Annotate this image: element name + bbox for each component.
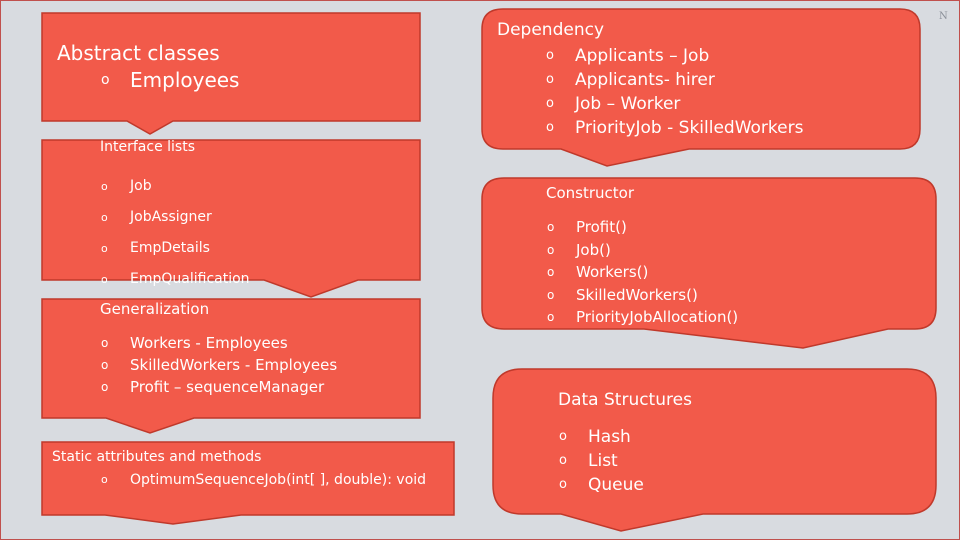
bullet-icon: o [101,273,108,286]
abstract-classes-shape [41,12,421,135]
bullet-icon: o [546,96,554,111]
bullet-icon: o [101,473,108,486]
bullet-icon: o [546,48,554,63]
interface-lists-title: Interface lists [100,139,195,155]
dependency-shape [481,8,921,167]
bullet-icon: o [547,220,555,234]
bullet-icon: o [559,429,567,444]
constructor-shape [481,177,937,349]
bullet-icon: o [101,380,109,394]
bullet-icon: o [547,310,555,324]
generalization-shape [41,298,421,434]
generalization-title: Generalization [100,300,210,318]
corner-mark: N [939,11,948,22]
bullet-icon: o [101,180,108,193]
bullet-icon: o [101,336,109,350]
bullet-icon: o [101,211,108,224]
bullet-icon: o [546,72,554,87]
constructor-title: Constructor [546,184,635,202]
abstract-classes-title: Abstract classes [57,41,220,65]
static-attributes-shape [41,441,455,525]
data-structures-title: Data Structures [558,390,692,410]
bullet-icon: o [559,477,567,492]
bullet-icon: o [547,287,555,302]
bullet-icon: o [559,453,567,468]
bullet-icon: o [101,72,110,88]
static-attributes-title: Static attributes and methods [52,449,262,465]
bullet-icon: o [547,265,555,279]
dependency-title: Dependency [497,20,605,40]
bullet-icon: o [101,358,109,372]
bullet-icon: o [547,242,555,257]
interface-lists-shape [41,139,421,298]
bullet-icon: o [101,242,108,255]
data-structures-shape [492,368,937,532]
bullet-icon: o [546,120,554,135]
